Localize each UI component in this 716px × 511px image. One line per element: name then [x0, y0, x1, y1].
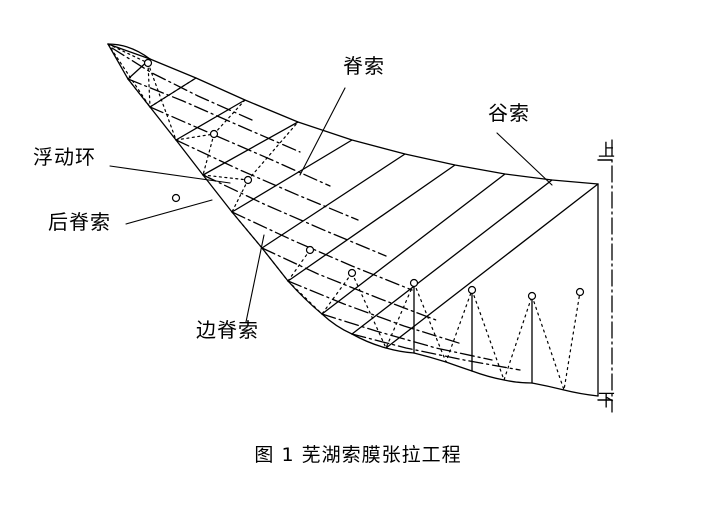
lower-boundary-edge [107, 43, 599, 397]
label-ridge-cable: 脊索 [343, 54, 385, 78]
leader-ridge-cable [299, 87, 346, 176]
axis-bottom-tick-label: 下 [598, 391, 616, 411]
label-edge-ridge-cable: 边脊索 [196, 318, 259, 342]
ridge-cables [111, 47, 521, 371]
label-valley-cable: 谷索 [488, 101, 530, 125]
leader-rear-ridge-cable [125, 199, 213, 225]
axis-top-tick-label: 上 [598, 141, 616, 161]
node-rings [143, 58, 585, 301]
rear-ridge-cables [107, 43, 299, 249]
label-rear-ridge-cable: 后脊索 [48, 210, 111, 234]
leader-valley-cable [496, 132, 553, 186]
valley-cables [261, 247, 581, 391]
leader-floating-ring [109, 165, 231, 184]
figure-caption: 图 1 芜湖索膜张拉工程 [254, 444, 462, 466]
leader-lines [109, 87, 553, 323]
leader-edge-ridge-cable [245, 234, 265, 323]
label-floating-ring: 浮动环 [33, 145, 96, 169]
axis-end-ticks [597, 159, 613, 401]
